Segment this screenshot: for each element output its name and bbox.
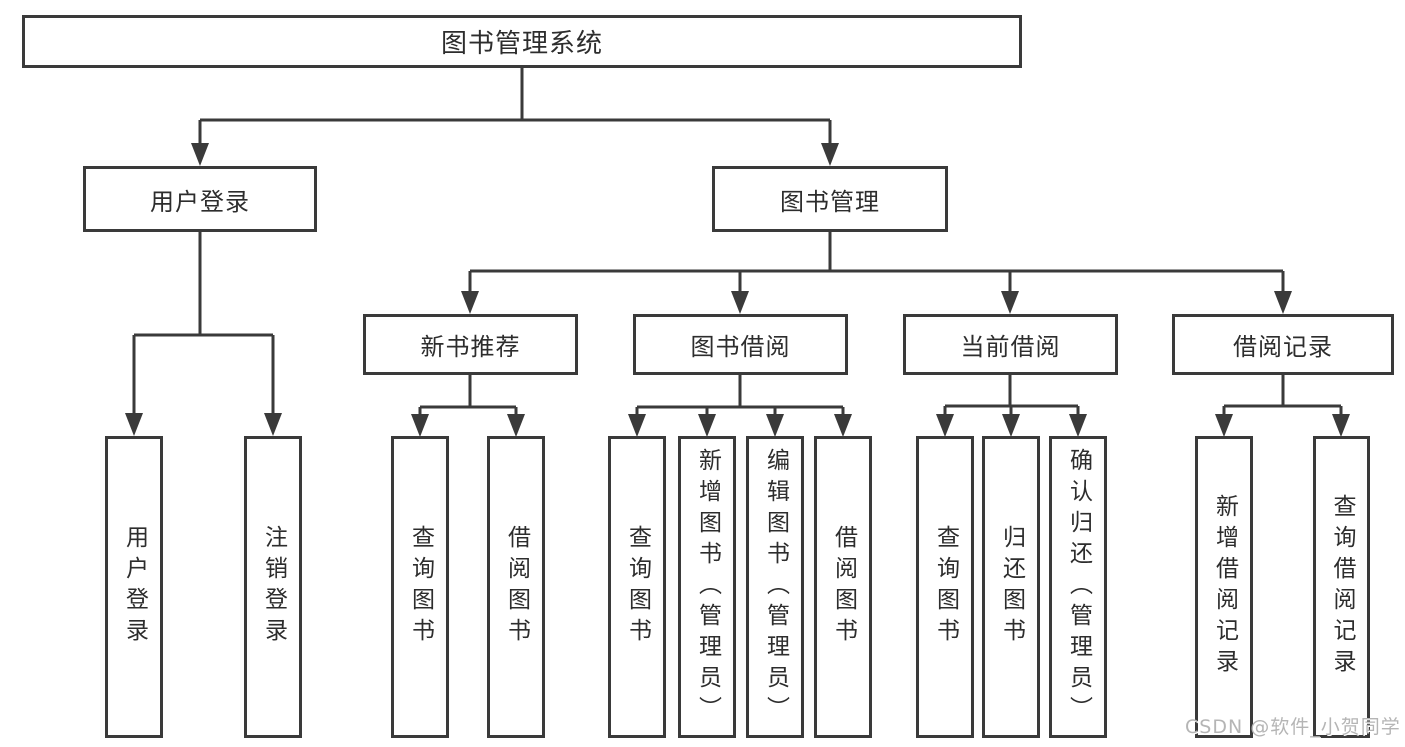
leaf-query-borrow-record: 查询借阅记录 <box>1313 436 1370 738</box>
node-book-borrowing: 图书借阅 <box>633 314 848 375</box>
node-book-management: 图书管理 <box>712 166 948 232</box>
leaf-edit-books-admin: 编辑图书（管理员） <box>746 436 804 738</box>
arrowheads <box>125 143 1350 437</box>
leaf-add-borrow-record: 新增借阅记录 <box>1195 436 1253 738</box>
watermark-text: CSDN @软件_小贺同学 <box>1185 716 1401 738</box>
node-user-login: 用户登录 <box>83 166 317 232</box>
leaf-confirm-return-admin: 确认归还（管理员） <box>1049 436 1107 738</box>
leaf-add-books-admin: 新增图书（管理员） <box>678 436 736 738</box>
leaf-query-books-recommend: 查询图书 <box>391 436 449 738</box>
leaf-user-login: 用户登录 <box>105 436 163 738</box>
node-root-system: 图书管理系统 <box>22 15 1022 68</box>
connector-paths <box>132 67 1343 417</box>
leaf-logout: 注销登录 <box>244 436 302 738</box>
leaf-borrow-books: 借阅图书 <box>814 436 872 738</box>
leaf-query-books-current: 查询图书 <box>916 436 974 738</box>
node-borrow-records: 借阅记录 <box>1172 314 1394 375</box>
leaf-borrow-books-recommend: 借阅图书 <box>487 436 545 738</box>
node-current-borrowing: 当前借阅 <box>903 314 1118 375</box>
leaf-query-books-borrow: 查询图书 <box>608 436 666 738</box>
node-new-book-recommend: 新书推荐 <box>363 314 578 375</box>
leaf-return-books: 归还图书 <box>982 436 1040 738</box>
